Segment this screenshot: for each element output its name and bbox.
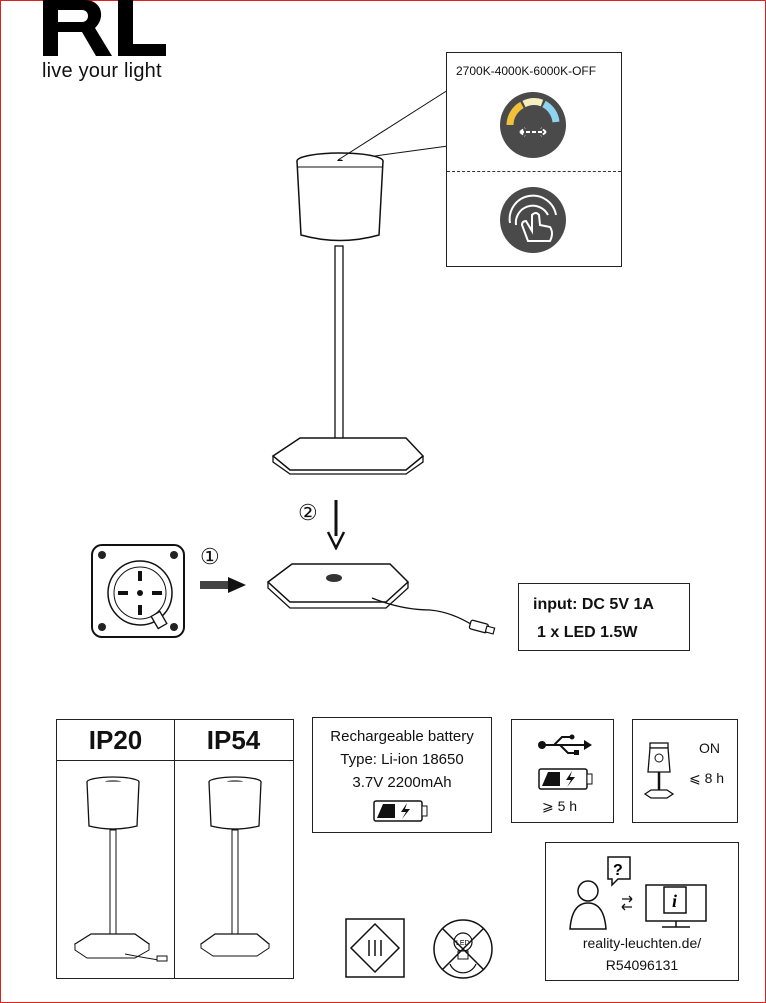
svg-text:LED: LED: [456, 940, 470, 947]
runtime-time: ⩽ 8 h: [689, 770, 725, 786]
base-bottom-view: [91, 544, 185, 638]
svg-text:i: i: [672, 891, 677, 911]
touch-icon: [500, 187, 566, 253]
info-url: reality-leuchten.de/: [582, 935, 702, 951]
battery-icon: [538, 768, 593, 790]
battery-type: Type: Li-ion 18650: [340, 751, 464, 768]
charging-time-box: ⩾ 5 h: [511, 719, 614, 823]
divider: [447, 171, 621, 172]
ip54-label: IP54: [206, 725, 261, 755]
ip54-lamp-icon: [199, 776, 271, 957]
charging-base-diagram: [266, 563, 496, 635]
ip20-lamp-icon: [73, 776, 168, 962]
lamp-icon: [643, 742, 675, 799]
info-box: ? i reality-leuchten.de/ R54096131: [545, 842, 739, 981]
ip20-label: IP20: [88, 725, 143, 755]
battery-icon: [373, 800, 428, 822]
usb-icon: [538, 734, 592, 755]
runtime-state: ON: [699, 740, 720, 756]
down-arrow-icon: [326, 500, 346, 550]
led-spec: 1 x LED 1.5W: [537, 624, 638, 641]
runtime-box: ON ⩽ 8 h: [632, 719, 738, 823]
lamp-diagram: [271, 152, 425, 475]
svg-text:?: ?: [613, 862, 623, 879]
class-iii-icon: [345, 918, 405, 978]
info-code: R54096131: [605, 957, 679, 973]
charging-time: ⩾ 5 h: [542, 798, 578, 814]
battery-box: Rechargeable battery Type: Li-ion 18650 …: [312, 717, 492, 833]
battery-title: Rechargeable battery: [330, 728, 474, 745]
divider: [57, 760, 293, 761]
color-temp-label: 2700K-4000K-6000K-OFF: [456, 64, 597, 78]
battery-capacity: 3.7V 2200mAh: [352, 774, 452, 791]
brand-logo: [43, 0, 166, 56]
step-2-label: ②: [298, 500, 318, 525]
no-led-replace-icon: LED: [433, 919, 493, 979]
specs-box: input: DC 5V 1A 1 x LED 1.5W: [518, 583, 690, 651]
color-temp-icon: [500, 92, 566, 158]
ip-rating-box: IP20 IP54: [56, 719, 294, 979]
right-arrow-icon: [200, 577, 246, 593]
callout-lines: [337, 89, 449, 161]
brand-tagline: live your light: [42, 60, 162, 82]
divider: [174, 720, 175, 978]
support-icon: ? i: [569, 856, 707, 930]
input-spec: input: DC 5V 1A: [533, 596, 654, 613]
step-1-label: ①: [200, 544, 220, 569]
